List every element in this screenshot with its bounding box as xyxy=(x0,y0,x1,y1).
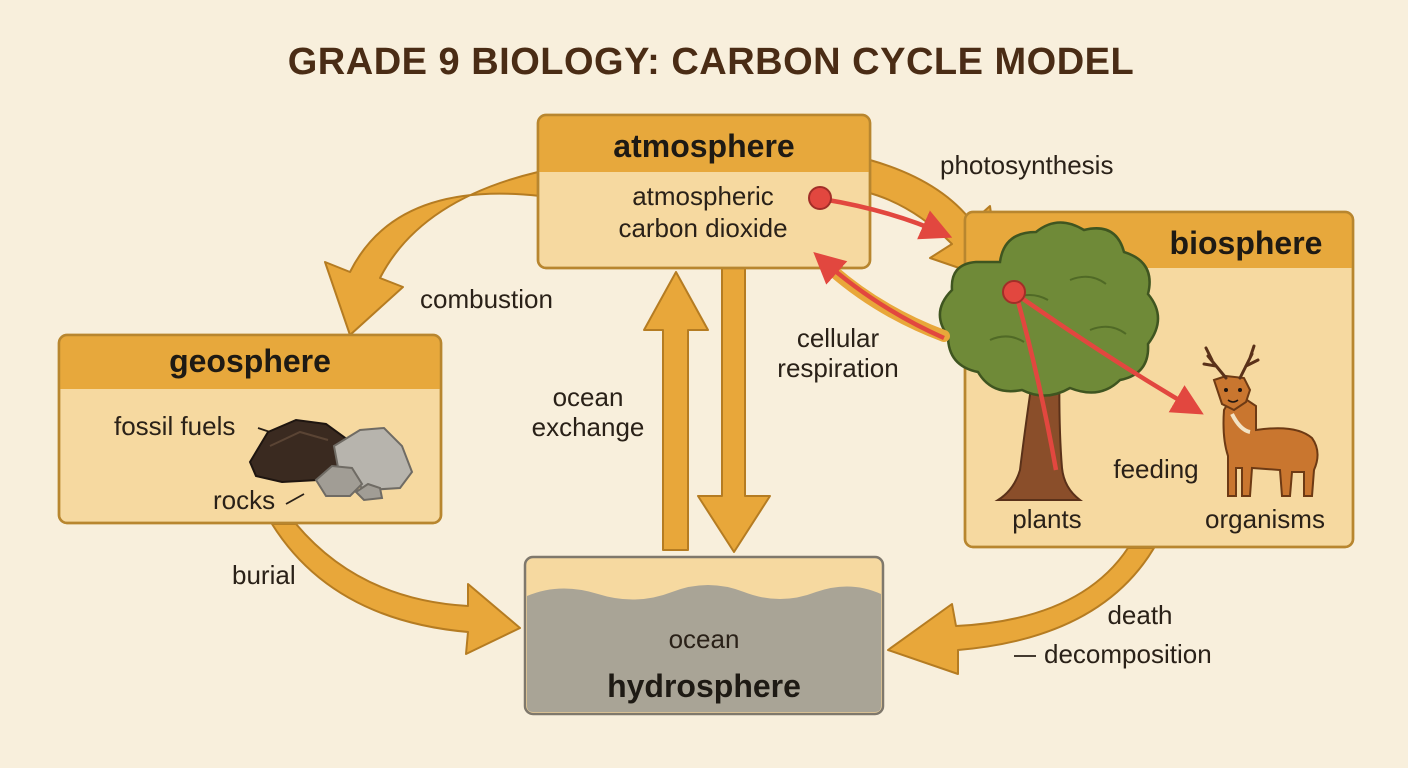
fossil-fuel-illustration xyxy=(248,418,350,484)
atmosphere-content-line-1: atmospheric xyxy=(632,181,774,211)
ocean-water xyxy=(527,585,881,712)
diagram-title: GRADE 9 BIOLOGY: CARBON CYCLE MODEL xyxy=(288,41,1135,83)
ocean-exchange-up-arrow xyxy=(643,271,709,551)
decomposition-label: decomposition xyxy=(1044,639,1212,669)
respiration-label-line-2: respiration xyxy=(777,353,898,383)
plants-label: plants xyxy=(1012,504,1081,534)
plant-to-animal-path xyxy=(1014,292,1204,415)
biosphere-title: biosphere xyxy=(1170,225,1323,261)
geosphere-box: geosphere fossil fuels rocks xyxy=(57,333,443,525)
respiration-label-line-1: cellular xyxy=(797,323,880,353)
plant-carbon-dot xyxy=(1002,280,1026,304)
carbon-path-arrows xyxy=(808,186,1204,471)
atmosphere-carbon-dot xyxy=(808,186,832,210)
biosphere-box: biosphere plants organisms xyxy=(938,210,1355,549)
atmosphere-title: atmosphere xyxy=(613,128,794,164)
death-label: death xyxy=(1107,600,1172,630)
combustion-arrow xyxy=(324,171,541,336)
ocean-exchange-label-line-1: ocean xyxy=(553,382,624,412)
hydrosphere-box: ocean hydrosphere xyxy=(523,555,885,716)
ocean-exchange-down-arrow xyxy=(697,267,771,553)
co2-uptake-path xyxy=(821,196,953,240)
fossil-fuels-label: fossil fuels xyxy=(114,411,235,441)
ocean-exchange-label-line-2: exchange xyxy=(532,412,645,442)
hydrosphere-title: hydrosphere xyxy=(607,668,801,704)
rocks-illustration xyxy=(314,426,414,502)
geosphere-title: geosphere xyxy=(169,343,331,379)
deer-illustration xyxy=(1202,344,1319,497)
ocean-label: ocean xyxy=(669,624,740,654)
burial-label: burial xyxy=(232,560,296,590)
atmosphere-content-line-2: carbon dioxide xyxy=(618,213,787,243)
process-labels: photosynthesis combustion cellular respi… xyxy=(232,150,1212,669)
feeding-label: feeding xyxy=(1113,454,1198,484)
atmosphere-box: atmosphere atmospheric carbon dioxide xyxy=(536,113,872,270)
photosynthesis-label: photosynthesis xyxy=(940,150,1113,180)
plant-carbon-store-path xyxy=(1013,293,1059,471)
decomposition-arrow xyxy=(887,547,1155,675)
organisms-label: organisms xyxy=(1205,504,1325,534)
combustion-label: combustion xyxy=(420,284,553,314)
rocks-label: rocks xyxy=(213,485,275,515)
burial-arrow xyxy=(271,523,521,655)
